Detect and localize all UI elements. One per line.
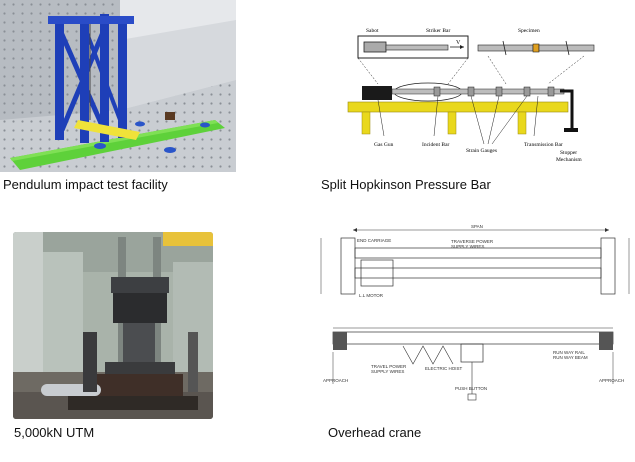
utm-image xyxy=(13,232,213,419)
specimen-label: Specimen xyxy=(518,28,540,34)
utm-caption: 5,000kN UTM xyxy=(14,425,95,440)
striker-bar-label: Striker Bar xyxy=(426,28,450,34)
span-label: SPAN xyxy=(471,224,483,229)
mechanism-label: Mechanism xyxy=(556,157,582,163)
crane-caption: Overhead crane xyxy=(328,425,422,440)
electric-hoist-label: ELECTRIC HOIST xyxy=(425,366,463,371)
incident-bar-label: Incident Bar xyxy=(422,142,450,148)
shpb-caption: Split Hopkinson Pressure Bar xyxy=(321,177,491,192)
end-carriage-label: END CARRIAGE xyxy=(357,238,391,243)
run-beam-label: RUN WAY BEAM xyxy=(553,355,588,360)
ll-motor-label: L.L MOTOR xyxy=(359,293,384,298)
approach-right-label: APPROACH xyxy=(599,378,624,383)
traverse-power-label: TRAVERSE POWER xyxy=(451,239,494,244)
pendulum-facility-image xyxy=(0,0,236,172)
pendulum-caption: Pendulum impact test facility xyxy=(3,177,168,192)
sabot-label: Sabot xyxy=(366,28,379,34)
overhead-crane-drawing: SPAN END CARRIAGE TRAVERSE POWER SUPPLY … xyxy=(313,224,633,422)
run-rail-label: RUN WAY RAIL xyxy=(553,350,585,355)
stopper-label: Stopper xyxy=(560,150,577,156)
v-label: V xyxy=(456,40,461,46)
push-button-label: PUSH BUTTON xyxy=(455,386,487,391)
travel-wires-label: SUPPLY WIRES xyxy=(371,369,404,374)
gas-gun-label: Gas Gun xyxy=(374,142,394,148)
strain-gauges-label: Strain Gauges xyxy=(466,148,497,154)
approach-left-label: APPROACH xyxy=(323,378,348,383)
traverse-wires-label: SUPPLY WIRES xyxy=(451,244,484,249)
shpb-diagram: Sabot Striker Bar V Specimen xyxy=(338,14,628,174)
travel-power-label: TRAVEL POWER xyxy=(371,364,407,369)
transmission-bar-label: Transmission Bar xyxy=(524,142,563,148)
